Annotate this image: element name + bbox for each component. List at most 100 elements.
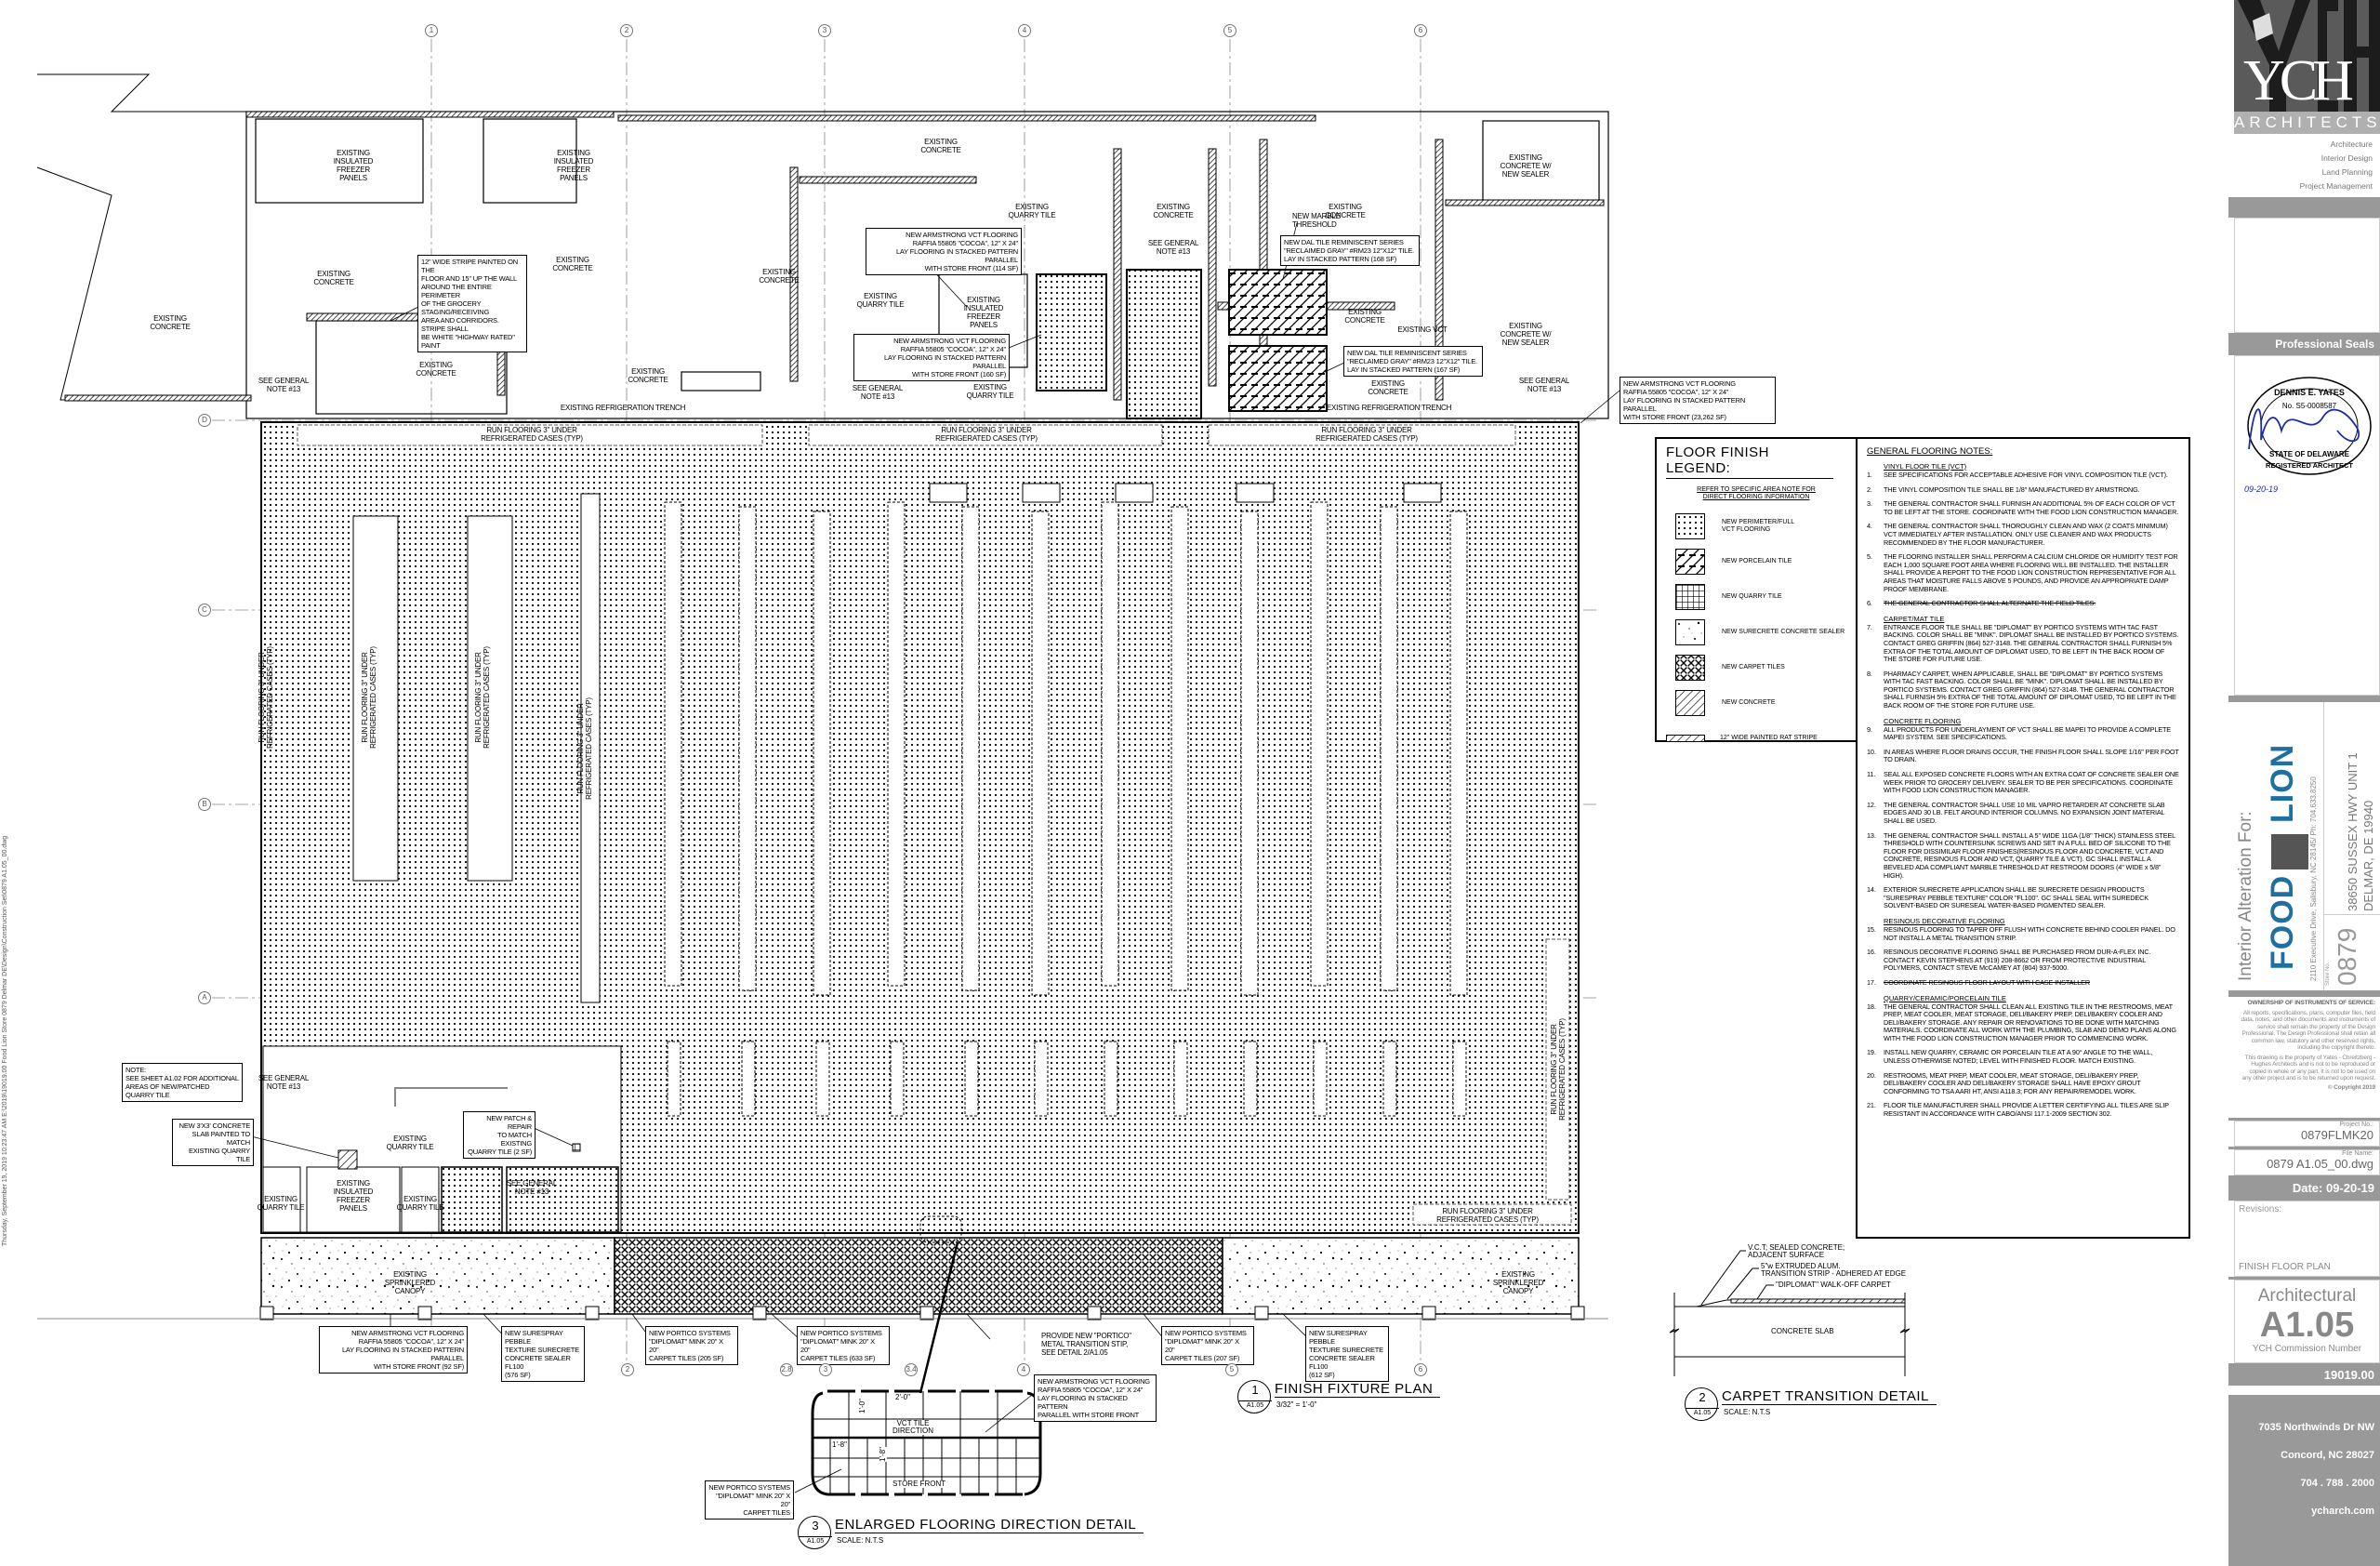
transition-label: V.C.T; SEALED CONCRETE; ADJACENT SURFACE <box>1748 1243 1845 1259</box>
transition-label: 5"w EXTRUDED ALUM. TRANSITION STRIP - AD… <box>1761 1262 1907 1278</box>
note-text: ENTRANCE FLOOR TILE SHALL BE "DIPLOMAT" … <box>1884 622 2179 664</box>
client-logo-food: FOOD <box>2265 874 2300 970</box>
fixture <box>1380 506 1398 991</box>
detail-number: 2 <box>1699 1390 1706 1404</box>
note-number: 3. <box>1867 499 1872 509</box>
store-front-label: STORE FRONT <box>892 1480 946 1488</box>
porcelain-swatch-icon <box>1675 549 1705 575</box>
note-number: 12. <box>1867 800 1876 809</box>
room-label: SEE GENERAL NOTE #13 <box>258 377 310 393</box>
note-text: THE VINYL COMPOSITION TILE SHALL BE 1/8"… <box>1884 484 2140 494</box>
fixture <box>813 511 831 996</box>
callout-note: NEW PATCH & REPAIR TO MATCH EXISTING QUA… <box>463 1111 536 1159</box>
note-number: 19. <box>1867 1048 1876 1057</box>
project-heading: Interior Alteration For: <box>2236 811 2255 981</box>
title-block: YCH ARCHITECTS Architecture Interior Des… <box>2228 0 2380 1566</box>
service-item: Architecture <box>2330 139 2373 149</box>
note-text: IN AREAS WHERE FLOOR DRAINS OCCUR, THE F… <box>1884 747 2179 764</box>
callout-note: NEW ARMSTRONG VCT FLOORING RAFFIA 55805 … <box>1034 1374 1157 1422</box>
stripe-swatch-icon <box>1666 735 1705 742</box>
note-text: THE GENERAL CONTRACTOR SHALL THOROUGHLY … <box>1884 522 2168 547</box>
office-address-1: 7035 Northwinds Dr NW <box>2258 1422 2374 1433</box>
note-item: 18.THE GENERAL CONTRACTOR SHALL CLEAN AL… <box>1867 1002 2179 1043</box>
commission-label: YCH Commission Number <box>2252 1344 2362 1354</box>
detail-sheet-ref: A1.05 <box>1686 1408 1719 1416</box>
ownership-text: All reports, specifications, plans, comp… <box>2241 1009 2376 1052</box>
detail-number: 1 <box>1251 1383 1259 1397</box>
carpet-swatch-icon <box>1675 655 1705 681</box>
room-label: EXISTING CONCRETE <box>416 361 456 378</box>
fixture <box>887 501 906 987</box>
legend-item-speckle: NEW SURECRETE CONCRETE SEALER <box>1666 615 1846 650</box>
fixture <box>741 1041 756 1117</box>
legend-item-porcelain: NEW PORCELAIN TILE <box>1666 544 1846 579</box>
dots-swatch-icon <box>1675 513 1705 539</box>
fixture <box>1449 511 1468 996</box>
fixture <box>1452 1041 1467 1117</box>
fixture <box>1104 1041 1118 1117</box>
dimension-label: 1'-0" <box>857 1399 866 1413</box>
project-no-label: Project No.: <box>2339 1121 2373 1128</box>
service-item: Interior Design <box>2320 153 2373 163</box>
grid-bubble-top: 2 <box>620 24 633 37</box>
note-item: 6.THE GENERAL CONTRACTOR SHALL ALTERNATE… <box>1867 600 2179 608</box>
notes-section-heading: QUARRY/CERAMIC/PORCELAIN TILE <box>1884 993 2006 1002</box>
callout-note: NEW PORTICO SYSTEMS "DIPLOMAT" MINK 20" … <box>645 1326 738 1365</box>
note-item: 13. THE GENERAL CONTRACTOR SHALL INSTALL … <box>1867 830 2179 881</box>
room-label: EXISTING CONCRETE <box>759 268 800 285</box>
fixture <box>1022 483 1061 503</box>
seal-title: REGISTERED ARCHITECT <box>2266 461 2353 470</box>
grid-bubble-bottom: 5 <box>1225 1363 1238 1376</box>
note-number: 7. <box>1867 622 1872 631</box>
legend-item-label: NEW CONCRETE <box>1722 699 1776 706</box>
callout-note: NEW ARMSTRONG VCT FLOORING RAFFIA 55805 … <box>319 1326 468 1374</box>
callout-note: NEW 3'X3' CONCRETE SLAB PAINTED TO MATCH… <box>172 1119 254 1166</box>
sheet-number: A1.05 <box>2259 1306 2355 1345</box>
note-item: 17.COORDINATE RESINOUS FLOOR LAYOUT WITH… <box>1867 977 2179 988</box>
dimension-label: 1'-8" <box>832 1440 847 1449</box>
fixture <box>1031 511 1050 996</box>
note-item: 2. THE VINYL COMPOSITION TILE SHALL BE 1/… <box>1867 484 2179 495</box>
fixture <box>1034 1041 1049 1117</box>
note-text: THE GENERAL CONTRACTOR SHALL USE 10 MIL … <box>1884 800 2165 825</box>
grid-swatch-icon <box>1675 584 1705 610</box>
note-item: 7. ENTRANCE FLOOR TILE SHALL BE "DIPLOMAT… <box>1867 622 2179 664</box>
detail-sheet-ref: A1.05 <box>1238 1400 1272 1409</box>
note-number: 13. <box>1867 830 1876 840</box>
seal-signed-date: 09-20-19 <box>2244 484 2279 494</box>
project-no: 0879FLMK20 <box>2300 1128 2373 1142</box>
room-label: EXISTING QUARRY TILE <box>856 292 905 309</box>
notes-body: VINYL FLOOR TILE (VCT)1.SEE SPECIFICATIO… <box>1867 462 2179 1119</box>
room-label: EXISTING CONCRETE <box>1153 203 1194 219</box>
note-item: 12. THE GENERAL CONTRACTOR SHALL USE 10 M… <box>1867 800 2179 826</box>
callout-note: 12" WIDE STRIPE PAINTED ON THE FLOOR AND… <box>417 255 527 352</box>
seals-heading: Professional Seals <box>2228 333 2380 355</box>
room-label: PROVIDE NEW "PORTICO" METAL TRANSITION S… <box>1041 1332 1131 1357</box>
office-phone: 704 . 788 . 2000 <box>2300 1478 2374 1489</box>
notes-title: GENERAL FLOORING NOTES: <box>1867 446 1993 457</box>
callout-note: NEW SURESPRAY PEBBLE TEXTURE SURECRETE C… <box>501 1326 585 1382</box>
fixture <box>467 515 513 882</box>
fixture <box>1313 1041 1328 1117</box>
note-text: EXTERIOR SURECRETE APPLICATION SHALL BE … <box>1884 885 2149 910</box>
room-label: EXISTING INSULATED FREEZER PANELS <box>333 149 374 182</box>
note-text: THE GENERAL CONTRACTOR SHALL ALTERNATE T… <box>1884 599 2096 608</box>
note-item: 1.SEE SPECIFICATIONS FOR ACCEPTABLE ADHE… <box>1867 471 2179 480</box>
grid-bubble-bottom: 3.4 <box>905 1363 918 1376</box>
note-number: 2. <box>1867 484 1872 494</box>
firm-name: ARCHITECTS <box>2234 112 2380 134</box>
grid-bubble-top: 1 <box>425 24 438 37</box>
notes-section-heading: CARPET/MAT TILE <box>1884 614 1945 623</box>
room-label: EXISTING CONCRETE W/ NEW SEALER <box>1500 153 1552 179</box>
room-label: EXISTING QUARRY TILE <box>396 1195 444 1212</box>
legend-item-carpet: NEW CARPET TILES <box>1666 650 1846 685</box>
architect-seal: DENNIS E. YATES No. S5-0008587 STATE OF … <box>2247 377 2372 475</box>
note-text: COORDINATE RESINOUS FLOOR LAYOUT WITH CA… <box>1884 977 2090 987</box>
office-website[interactable]: ycharch.com <box>2311 1506 2374 1517</box>
client-logo-lion: LION <box>2265 743 2300 823</box>
note-item: 20.RESTROOMS, MEAT PREP, MEAT COOLER, ME… <box>1867 1071 2179 1096</box>
office-address-2: Concord, NC 28027 <box>2281 1450 2374 1461</box>
fixture <box>815 1041 830 1117</box>
note-text: THE GENERAL CONTRACTOR SHALL INSTALL A 5… <box>1884 830 2175 880</box>
